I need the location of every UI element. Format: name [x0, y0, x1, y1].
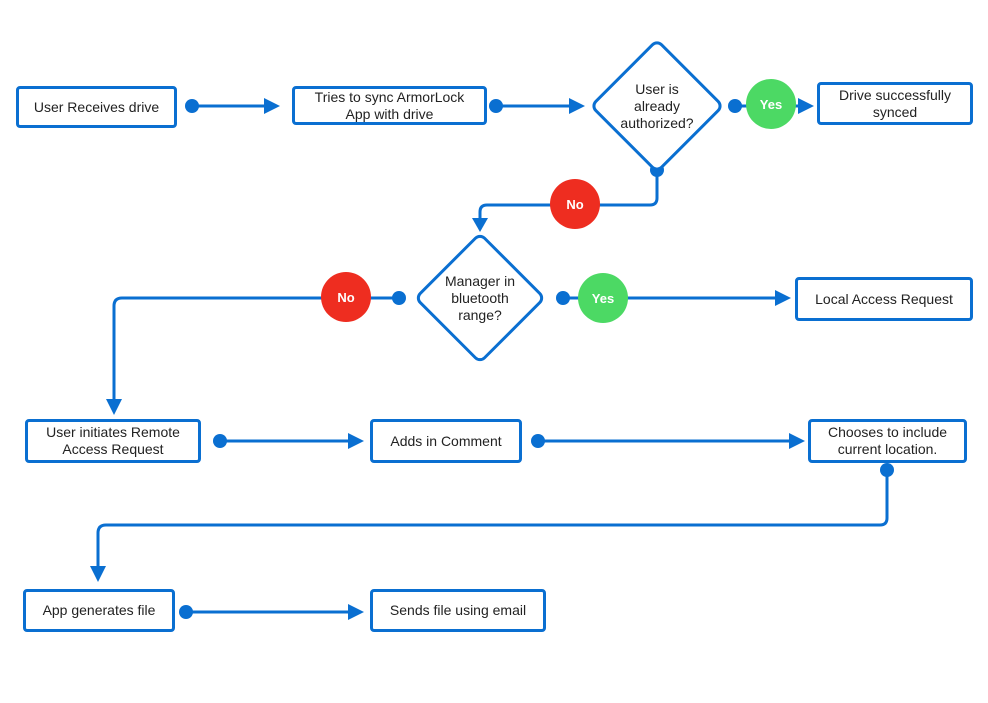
node-sends-file-email: Sends file using email: [370, 589, 546, 632]
connector-dot: [728, 99, 742, 113]
connector-dot: [880, 463, 894, 477]
node-tries-sync: Tries to sync ArmorLock App with drive: [292, 86, 487, 125]
connector-dot: [392, 291, 406, 305]
node-remote-access-request: User initiates Remote Access Request: [25, 419, 201, 463]
connector-dot: [179, 605, 193, 619]
arrowhead: [798, 98, 814, 114]
node-chooses-location: Chooses to include current location.: [808, 419, 967, 463]
connector-range-no-to-remote: [112, 296, 399, 403]
node-app-generates-file: App generates file: [23, 589, 175, 632]
connector-dot: [185, 99, 199, 113]
node-drive-synced: Drive successfully synced: [817, 82, 973, 125]
arrowhead: [789, 433, 805, 449]
badge-authorized-yes: Yes: [746, 79, 796, 129]
connector-dot: [531, 434, 545, 448]
decision-already-authorized-label: User is already authorized?: [620, 80, 694, 131]
badge-range-no: No: [321, 272, 371, 322]
arrowhead: [348, 433, 364, 449]
arrowhead: [106, 399, 122, 415]
connector-location-to-generate: [96, 470, 889, 570]
decision-manager-range-label: Manager in bluetooth range?: [444, 272, 516, 323]
arrowhead: [472, 218, 488, 232]
connector-dot: [489, 99, 503, 113]
connector-dot: [556, 291, 570, 305]
node-user-receives-drive: User Receives drive: [16, 86, 177, 128]
arrowhead: [348, 604, 364, 620]
arrowhead: [775, 290, 791, 306]
arrowhead: [569, 98, 585, 114]
node-adds-comment: Adds in Comment: [370, 419, 522, 463]
arrowhead: [264, 98, 280, 114]
connector-dot: [213, 434, 227, 448]
badge-range-yes: Yes: [578, 273, 628, 323]
node-local-access-request: Local Access Request: [795, 277, 973, 321]
badge-authorized-no: No: [550, 179, 600, 229]
arrowhead: [90, 566, 106, 582]
